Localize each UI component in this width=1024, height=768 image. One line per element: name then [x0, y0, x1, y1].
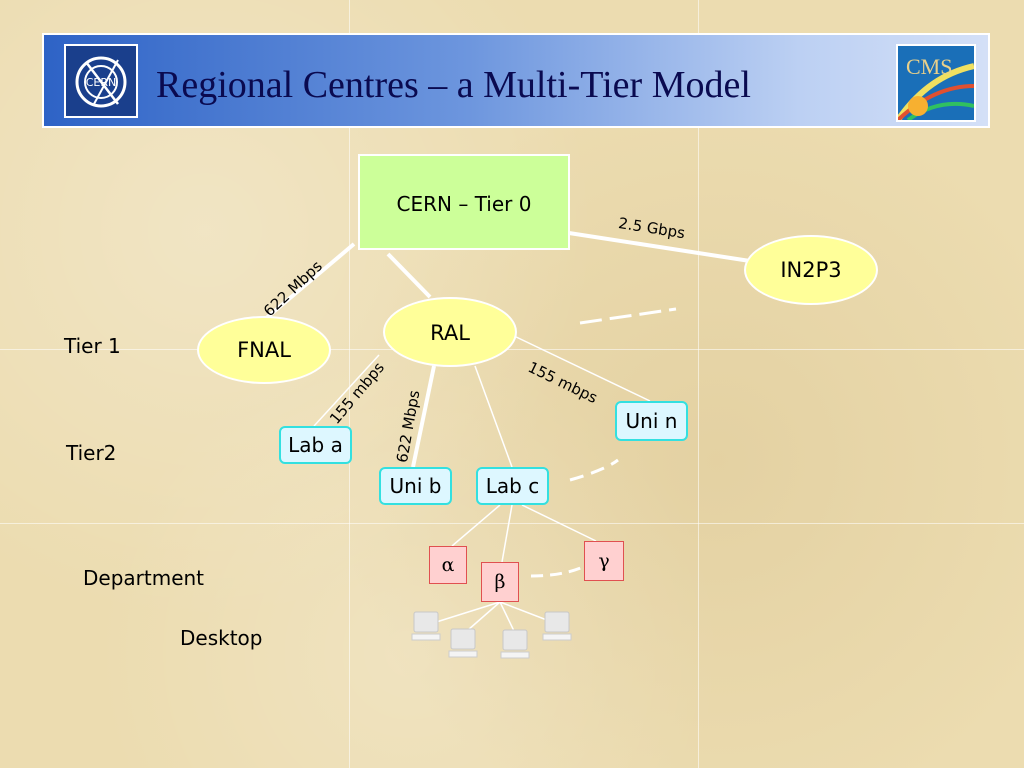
page-title: Regional Centres – a Multi-Tier Model [156, 64, 751, 106]
cms-logo-icon [898, 63, 974, 120]
link-lab-c-beta [501, 504, 513, 563]
desktop-computer-icon [448, 628, 478, 658]
node-lab-a: Lab a [279, 426, 352, 464]
grid-line [698, 0, 699, 768]
node-fnal: FNAL [197, 316, 331, 384]
node-alpha: α [429, 546, 467, 584]
link-fnal-lab-a [313, 354, 380, 427]
node-cern-tier0: CERN – Tier 0 [358, 154, 570, 250]
link-beta-desktop-1 [429, 601, 501, 625]
desktop-computer-icon [500, 629, 530, 659]
link-ral-uni-b [411, 365, 436, 468]
link-beta-desktop-2 [467, 601, 501, 631]
cms-logo: CMS [896, 44, 976, 122]
grid-line [0, 349, 1024, 350]
cms-logo-text: CMS [906, 54, 953, 79]
link-beta-desktop-4 [499, 601, 553, 623]
level-label-tier1: Tier 1 [64, 334, 121, 358]
link-cern-ral [386, 252, 432, 299]
node-beta: β [481, 562, 519, 602]
node-ral: RAL [383, 297, 517, 367]
grid-line [349, 0, 350, 768]
link-ral-in2p3-dashed [579, 307, 677, 325]
link-ral-uni-n [511, 334, 651, 402]
link-beta-desktop-3 [499, 601, 515, 632]
node-lab-c: Lab c [476, 467, 549, 505]
desktop-computer-icon [542, 611, 572, 641]
level-label-desktop: Desktop [180, 626, 263, 650]
cern-logo-text: CERN [86, 76, 117, 89]
link-cern-fnal [262, 242, 356, 322]
node-uni-n: Uni n [615, 401, 688, 441]
cern-logo-icon: CERN [75, 56, 127, 108]
link-lab-c-uni-n-dashed [569, 458, 619, 482]
title-banner: CERN Regional Centres – a Multi-Tier Mod… [42, 33, 990, 128]
level-label-department: Department [83, 566, 205, 590]
link-lab-c-alpha [451, 504, 501, 547]
node-uni-b: Uni b [379, 467, 452, 505]
cern-logo: CERN [64, 44, 138, 118]
node-gamma: γ [584, 541, 624, 581]
grid-line [0, 523, 1024, 524]
desktop-computer-icon [411, 611, 441, 641]
node-in2p3: IN2P3 [744, 235, 878, 305]
level-label-tier2: Tier2 [66, 441, 117, 465]
link-beta-gamma-dashed [530, 565, 584, 578]
link-lab-c-gamma [521, 504, 597, 542]
link-cern-in2p3 [568, 231, 751, 263]
link-ral-lab-c [474, 365, 513, 468]
